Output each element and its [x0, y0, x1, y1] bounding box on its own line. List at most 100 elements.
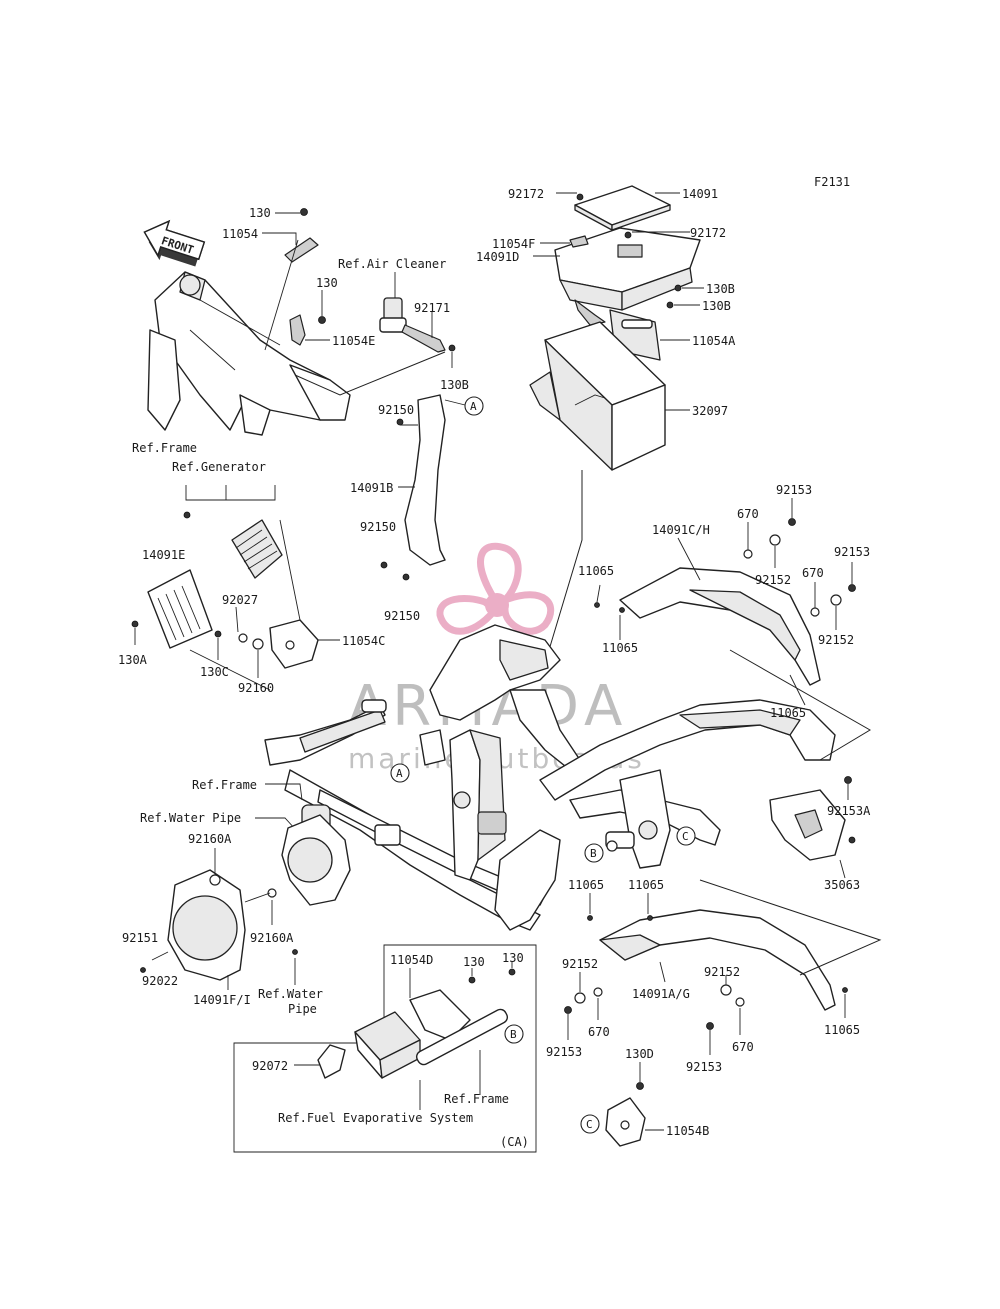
label-11054C: 11054C — [342, 634, 385, 648]
label-92153-c: 92153 — [546, 1045, 582, 1059]
label-92150-a: 92150 — [378, 403, 414, 417]
bracket-11054E — [289, 290, 330, 346]
ref-frame-top: Ref.Frame — [132, 441, 197, 455]
label-14091FI: 14091F/I — [193, 993, 251, 1007]
label-92172-b: 92172 — [690, 226, 726, 240]
label-14091D: 14091D — [476, 250, 519, 264]
ref-water-pipe-bottom-2: Pipe — [288, 1002, 317, 1016]
label-14091CH: 14091C/H — [652, 523, 710, 537]
callout-C-bracket: C — [580, 1114, 600, 1134]
label-130B-c: 130B — [702, 299, 731, 313]
label-11054E: 11054E — [332, 334, 375, 348]
svg-text:A: A — [470, 400, 477, 413]
svg-text:C: C — [586, 1118, 593, 1131]
bracket-11054B — [605, 1062, 664, 1147]
label-92172-a: 92172 — [508, 187, 544, 201]
label-92022: 92022 — [142, 974, 178, 988]
label-92150-c: 92150 — [384, 609, 420, 623]
svg-text:B: B — [510, 1028, 517, 1041]
svg-text:C: C — [682, 830, 689, 843]
svg-text:B: B — [590, 847, 597, 860]
label-11054F: 11054F — [492, 237, 535, 251]
label-130-ca-b: 130 — [502, 951, 524, 965]
label-670-a: 670 — [737, 507, 759, 521]
label-92160A-b: 92160A — [250, 931, 294, 945]
label-130B-a: 130B — [440, 378, 469, 392]
label-11065-f: 11065 — [824, 1023, 860, 1037]
label-130B-b: 130B — [706, 282, 735, 296]
ref-water-pipe-top: Ref.Water Pipe — [140, 811, 241, 825]
label-130-top: 130 — [249, 206, 271, 220]
label-11054D: 11054D — [390, 953, 433, 967]
battery-cover-14091 — [556, 185, 680, 231]
label-130D: 130D — [625, 1047, 654, 1061]
callout-A-frame: A — [390, 763, 410, 783]
label-92152-a: 92152 — [755, 573, 791, 587]
label-92152-b: 92152 — [818, 633, 854, 647]
label-92153-d: 92153 — [686, 1060, 722, 1074]
label-14091B: 14091B — [350, 481, 393, 495]
ref-generator: Ref.Generator — [172, 460, 266, 474]
label-14091: 14091 — [682, 187, 718, 201]
label-92151: 92151 — [122, 931, 158, 945]
rear-fender-14091CH — [594, 498, 871, 761]
label-92152-d: 92152 — [704, 965, 740, 979]
ca-variant-box — [233, 944, 537, 1153]
watermark-propeller-icon — [436, 542, 555, 635]
label-11065-b: 11065 — [602, 641, 638, 655]
label-11065-d: 11065 — [568, 878, 604, 892]
label-11054: 11054 — [222, 227, 258, 241]
label-670-b: 670 — [802, 566, 824, 580]
label-92027: 92027 — [222, 593, 258, 607]
label-92072: 92072 — [252, 1059, 288, 1073]
figure-id: F2131 — [814, 175, 850, 189]
label-92153A: 92153A — [827, 804, 871, 818]
label-92171: 92171 — [414, 301, 450, 315]
label-92150-b: 92150 — [360, 520, 396, 534]
label-92153-a: 92153 — [776, 483, 812, 497]
label-11054A: 11054A — [692, 334, 736, 348]
callout-B-frame: B — [584, 843, 604, 863]
guard-35063 — [769, 776, 856, 879]
front-fender-14091AG — [564, 879, 882, 1055]
frame-head-assembly — [147, 271, 351, 436]
side-cover-14091FI — [140, 814, 351, 990]
ref-frame-mid: Ref.Frame — [192, 778, 257, 792]
label-130-mid: 130 — [316, 276, 338, 290]
regulator-assembly — [183, 485, 301, 621]
label-92160: 92160 — [238, 681, 274, 695]
bracket-11054C — [269, 619, 340, 669]
label-130C: 130C — [200, 665, 229, 679]
ref-water-pipe-bottom-1: Ref.Water — [258, 987, 323, 1001]
label-11065-e: 11065 — [628, 878, 664, 892]
ref-frame-ca: Ref.Frame — [444, 1092, 509, 1106]
label-11054B: 11054B — [666, 1124, 709, 1138]
air-cleaner-valve — [294, 272, 456, 396]
ca-box-label: (CA) — [500, 1135, 529, 1149]
bracket-11054 — [262, 208, 319, 351]
callout-B-box: B — [504, 1024, 524, 1044]
ref-fuel-evap: Ref.Fuel Evaporative System — [278, 1111, 473, 1125]
label-14091AG: 14091A/G — [632, 987, 690, 1001]
label-92153-b: 92153 — [834, 545, 870, 559]
label-670-c: 670 — [588, 1025, 610, 1039]
cover-14091E — [131, 569, 213, 649]
label-14091E: 14091E — [142, 548, 185, 562]
battery-case-32097 — [529, 321, 690, 681]
label-130-ca-a: 130 — [463, 955, 485, 969]
battery-tray-14091D — [533, 227, 701, 326]
label-670-d: 670 — [732, 1040, 754, 1054]
label-35063: 35063 — [824, 878, 860, 892]
callout-C-frame: C — [676, 826, 696, 846]
label-32097: 32097 — [692, 404, 728, 418]
label-11065-a: 11065 — [578, 564, 614, 578]
ref-air-cleaner: Ref.Air Cleaner — [338, 257, 446, 271]
main-frame — [264, 624, 836, 931]
front-arrow-icon: FRONT — [143, 219, 206, 267]
svg-text:A: A — [396, 767, 403, 780]
side-cover-14091B — [380, 394, 466, 581]
hardware-92027-130C-92160 — [189, 606, 271, 691]
label-92152-c: 92152 — [562, 957, 598, 971]
label-130A: 130A — [118, 653, 148, 667]
